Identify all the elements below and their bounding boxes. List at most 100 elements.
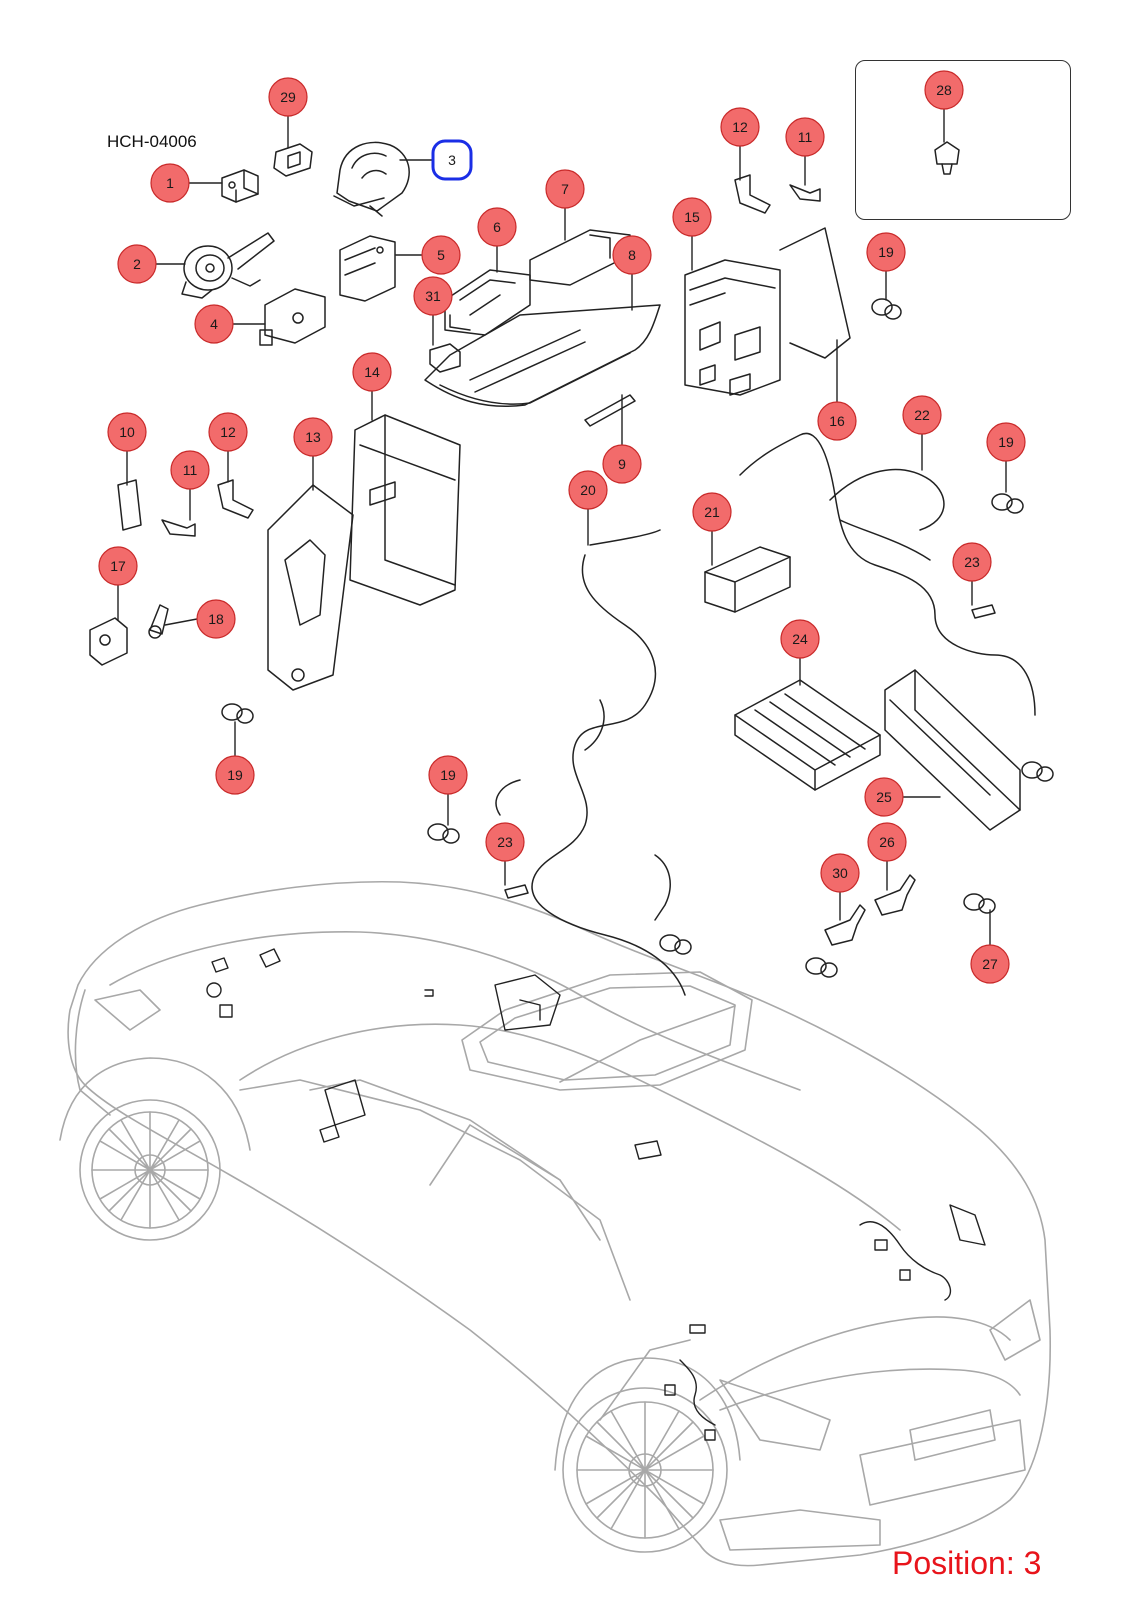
callout-marker: [352, 352, 392, 392]
callout-30[interactable]: 30: [820, 853, 860, 893]
callout-label: 11: [183, 462, 198, 478]
vehicle-outline: [59, 880, 1052, 1567]
callout-23[interactable]: 23: [952, 542, 992, 582]
callout-23[interactable]: 23: [485, 822, 525, 862]
callout-marker: [413, 276, 453, 316]
callout-12[interactable]: 12: [208, 412, 248, 452]
callout-12[interactable]: 12: [720, 107, 760, 147]
callout-marker: [867, 822, 907, 862]
callout-marker: [477, 207, 517, 247]
callout-label: 8: [628, 247, 636, 263]
callout-10[interactable]: 10: [107, 412, 147, 452]
callout-label: 27: [982, 956, 998, 972]
callout-14[interactable]: 14: [352, 352, 392, 392]
callout-21[interactable]: 21: [692, 492, 732, 532]
callout-6[interactable]: 6: [477, 207, 517, 247]
callout-marker: [170, 450, 210, 490]
callout-11[interactable]: 11: [785, 117, 825, 157]
callout-marker: [970, 944, 1010, 984]
parking-sensor-drawings: [221, 298, 1054, 978]
callout-marker: [428, 755, 468, 795]
callout-29[interactable]: 29: [268, 77, 308, 117]
callout-label: 23: [497, 834, 513, 850]
callout-label: 29: [280, 89, 296, 105]
callout-label: 26: [879, 834, 895, 850]
inset-frame: [855, 60, 1071, 220]
callout-26[interactable]: 26: [867, 822, 907, 862]
callout-label: 2: [133, 256, 141, 272]
callout-marker: [602, 444, 642, 484]
leader-lines: [117, 108, 1007, 946]
callout-19[interactable]: 19: [866, 232, 906, 272]
callout-2[interactable]: 2: [117, 244, 157, 284]
callout-marker: [612, 235, 652, 275]
callout-label: 20: [580, 482, 596, 498]
callout-marker: [421, 235, 461, 275]
callout-label: 18: [208, 611, 224, 627]
callout-marker: [208, 412, 248, 452]
callout-28[interactable]: 28: [924, 70, 964, 110]
callout-17[interactable]: 17: [98, 546, 138, 586]
callout-marker: [902, 395, 942, 435]
callout-label: 23: [964, 554, 980, 570]
callout-27[interactable]: 27: [970, 944, 1010, 984]
callout-marker: [431, 139, 473, 181]
callout-3-selected[interactable]: 3: [431, 139, 473, 181]
callout-label: 22: [914, 407, 930, 423]
callout-22[interactable]: 22: [902, 395, 942, 435]
callout-marker: [293, 417, 333, 457]
callout-label: 10: [119, 424, 135, 440]
callout-label: 19: [878, 244, 894, 260]
callout-marker: [194, 304, 234, 344]
callout-marker: [864, 777, 904, 817]
callout-20[interactable]: 20: [568, 470, 608, 510]
callout-marker: [568, 470, 608, 510]
callout-label: 19: [227, 767, 243, 783]
callout-marker: [215, 755, 255, 795]
callout-24[interactable]: 24: [780, 619, 820, 659]
callout-19[interactable]: 19: [428, 755, 468, 795]
callout-label: 21: [704, 504, 720, 520]
callout-marker: [196, 599, 236, 639]
callout-19[interactable]: 19: [215, 755, 255, 795]
callout-18[interactable]: 18: [196, 599, 236, 639]
callout-marker: [545, 169, 585, 209]
callout-marker: [780, 619, 820, 659]
callout-marker: [720, 107, 760, 147]
callout-label: 1: [166, 175, 174, 191]
callout-4[interactable]: 4: [194, 304, 234, 344]
callout-label: 7: [561, 181, 569, 197]
callout-marker: [924, 70, 964, 110]
callout-marker: [986, 422, 1026, 462]
callout-label: 11: [798, 129, 813, 145]
callout-label: 19: [998, 434, 1014, 450]
leader-line-c18: [164, 618, 198, 626]
callout-label: 5: [437, 247, 445, 263]
callout-label: 6: [493, 219, 501, 235]
callout-7[interactable]: 7: [545, 169, 585, 209]
callout-1[interactable]: 1: [150, 163, 190, 203]
callout-label: 3: [448, 152, 456, 168]
callout-label: 12: [732, 119, 748, 135]
callout-8[interactable]: 8: [612, 235, 652, 275]
callout-marker: [820, 853, 860, 893]
callout-13[interactable]: 13: [293, 417, 333, 457]
callout-16[interactable]: 16: [817, 401, 857, 441]
callout-25[interactable]: 25: [864, 777, 904, 817]
callout-label: 16: [829, 413, 845, 429]
callout-label: 15: [684, 209, 700, 225]
callout-11[interactable]: 11: [170, 450, 210, 490]
callout-marker: [117, 244, 157, 284]
callout-marker: [150, 163, 190, 203]
callout-31[interactable]: 31: [413, 276, 453, 316]
callout-15[interactable]: 15: [672, 197, 712, 237]
callout-label: 30: [832, 865, 848, 881]
callout-9[interactable]: 9: [602, 444, 642, 484]
callout-5[interactable]: 5: [421, 235, 461, 275]
callout-19[interactable]: 19: [986, 422, 1026, 462]
callout-label: 12: [220, 424, 236, 440]
callout-label: 14: [364, 364, 380, 380]
callout-label: 24: [792, 631, 808, 647]
callout-label: 19: [440, 767, 456, 783]
